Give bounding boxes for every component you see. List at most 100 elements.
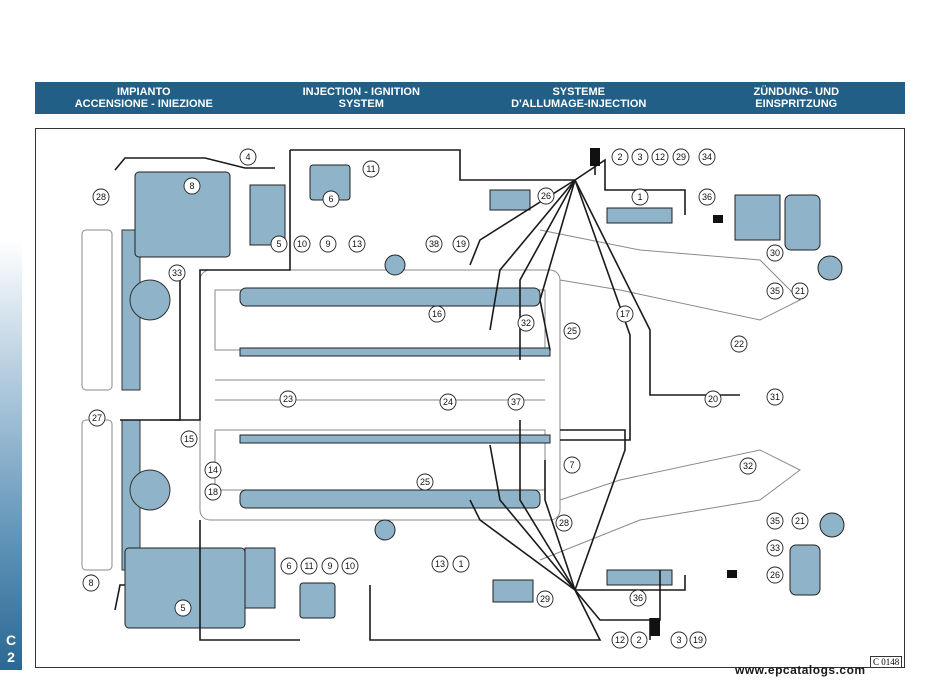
callout-number: 6 (286, 561, 291, 571)
figure-code: C 0148 (870, 656, 903, 668)
callout-number: 36 (633, 593, 643, 603)
relay-lower (606, 569, 673, 586)
callout-10: 10 (341, 557, 359, 575)
distributor-upper (384, 254, 406, 276)
cooling-fans (121, 229, 171, 571)
callout-number: 3 (676, 635, 681, 645)
callout-number: 9 (327, 561, 332, 571)
title-english: INJECTION - IGNITION SYSTEM (302, 86, 420, 110)
callout-number: 26 (541, 191, 551, 201)
callout-number: 15 (184, 434, 194, 444)
callout-6: 6 (322, 190, 340, 208)
callout-36: 36 (629, 589, 647, 607)
connector-lower (650, 618, 660, 636)
callout-20: 20 (704, 390, 722, 408)
callout-13: 13 (431, 555, 449, 573)
callout-35: 35 (766, 282, 784, 300)
callout-number: 21 (795, 516, 805, 526)
canister-lower (492, 579, 534, 603)
callout-3: 3 (670, 631, 688, 649)
callout-number: 37 (511, 397, 521, 407)
callout-5: 5 (174, 599, 192, 617)
callout-12: 12 (651, 148, 669, 166)
callout-37: 37 (507, 393, 525, 411)
callout-number: 21 (795, 286, 805, 296)
callout-33: 33 (766, 539, 784, 557)
callout-number: 23 (283, 394, 293, 404)
callout-number: 19 (693, 635, 703, 645)
wiring-harness (114, 149, 740, 641)
callout-number: 25 (420, 477, 430, 487)
callout-38: 38 (425, 235, 443, 253)
callout-number: 8 (189, 181, 194, 191)
callout-28: 28 (92, 188, 110, 206)
fuel-pump-upper (784, 194, 821, 251)
callout-9: 9 (319, 235, 337, 253)
callout-3: 3 (631, 148, 649, 166)
callout-number: 34 (702, 152, 712, 162)
callout-2: 2 (611, 148, 629, 166)
callout-27: 27 (88, 409, 106, 427)
callout-number: 20 (708, 394, 718, 404)
callout-number: 29 (676, 152, 686, 162)
callout-26: 26 (537, 187, 555, 205)
callout-number: 27 (92, 413, 102, 423)
callout-14: 14 (204, 461, 222, 479)
callout-1: 1 (452, 555, 470, 573)
callout-number: 9 (325, 239, 330, 249)
callout-number: 26 (770, 570, 780, 580)
callout-29: 29 (672, 148, 690, 166)
control-box (734, 194, 781, 241)
callout-11: 11 (300, 557, 318, 575)
title-italian: IMPIANTO ACCENSIONE - INIEZIONE (74, 86, 213, 110)
callout-23: 23 (279, 390, 297, 408)
distributor-lower (374, 519, 396, 541)
callout-number: 3 (637, 152, 642, 162)
callout-number: 10 (345, 561, 355, 571)
plug-lower (727, 570, 737, 578)
callout-12: 12 (611, 631, 629, 649)
callout-22: 22 (730, 335, 748, 353)
callout-9: 9 (321, 557, 339, 575)
callout-number: 25 (567, 326, 577, 336)
callout-19: 19 (689, 631, 707, 649)
callout-36: 36 (698, 188, 716, 206)
callout-number: 11 (366, 164, 375, 174)
canister-upper (489, 189, 531, 211)
callout-32: 32 (517, 314, 535, 332)
callout-31: 31 (766, 388, 784, 406)
lambda-upper (817, 255, 843, 281)
callout-4: 4 (239, 148, 257, 166)
callout-number: 28 (96, 192, 106, 202)
callout-number: 7 (569, 460, 574, 470)
relay-upper (606, 207, 673, 224)
callout-28: 28 (555, 514, 573, 532)
callout-number: 14 (208, 465, 218, 475)
callout-number: 35 (770, 516, 780, 526)
callout-17: 17 (616, 305, 634, 323)
callout-34: 34 (698, 148, 716, 166)
callout-7: 7 (563, 456, 581, 474)
callout-6: 6 (280, 557, 298, 575)
lambda-lower (819, 512, 845, 538)
callout-number: 1 (458, 559, 463, 569)
callout-number: 4 (245, 152, 250, 162)
callout-number: 31 (770, 392, 780, 402)
callout-25: 25 (563, 322, 581, 340)
callout-number: 13 (435, 559, 445, 569)
callout-32: 32 (739, 457, 757, 475)
injector-rail-lower (239, 434, 551, 444)
callout-number: 11 (304, 561, 313, 571)
callout-18: 18 (204, 483, 222, 501)
callout-29: 29 (536, 590, 554, 608)
ignition-module-upper (249, 184, 286, 246)
callout-11: 11 (362, 160, 380, 178)
callout-number: 16 (432, 309, 442, 319)
callout-number: 8 (88, 578, 93, 588)
fuel-pump-lower (789, 544, 821, 596)
callout-21: 21 (791, 282, 809, 300)
callout-number: 5 (276, 239, 281, 249)
callout-26: 26 (766, 566, 784, 584)
